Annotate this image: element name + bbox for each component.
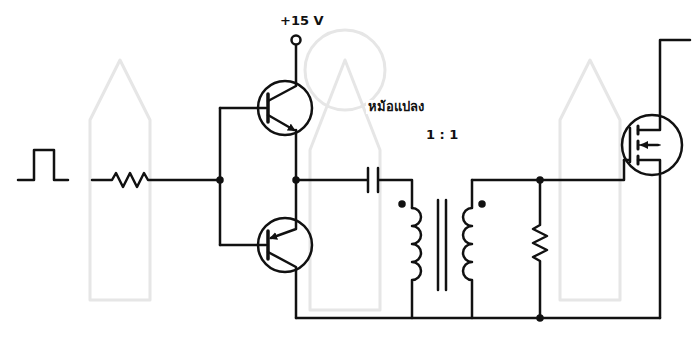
pnp-collector [268, 252, 296, 318]
mosfet [622, 115, 682, 175]
secondary-winding [463, 180, 472, 318]
ground-bus [296, 317, 660, 320]
pnp-emitter [271, 180, 296, 238]
transformer-core [438, 200, 446, 290]
primary-winding [412, 208, 421, 318]
npn-collector [268, 45, 296, 101]
mosfet-gate [624, 128, 630, 162]
transformer-label: หม้อแปลง [366, 100, 426, 114]
resistor-symbol [92, 173, 220, 187]
supply-label: +15 V [278, 14, 326, 28]
npn-emitter [268, 115, 294, 130]
pnp-transistor [258, 218, 312, 272]
base-wire [219, 108, 222, 245]
ratio-label: 1 : 1 [424, 128, 460, 142]
mosfet-drain-source [638, 40, 690, 318]
npn-base [266, 94, 270, 122]
polarity-dot [400, 202, 405, 207]
mosfet-body [638, 144, 660, 146]
base-wire [220, 108, 266, 245]
capacitor-symbol [296, 168, 412, 208]
pulse-symbol [18, 150, 68, 180]
gate-wire [472, 160, 624, 180]
npn-transistor [258, 81, 312, 135]
resistor-symbol [533, 180, 547, 318]
polarity-dot [480, 202, 485, 207]
npn-emitter-wire [295, 130, 298, 180]
supply-terminal [292, 36, 301, 45]
pnp-base [266, 231, 270, 259]
